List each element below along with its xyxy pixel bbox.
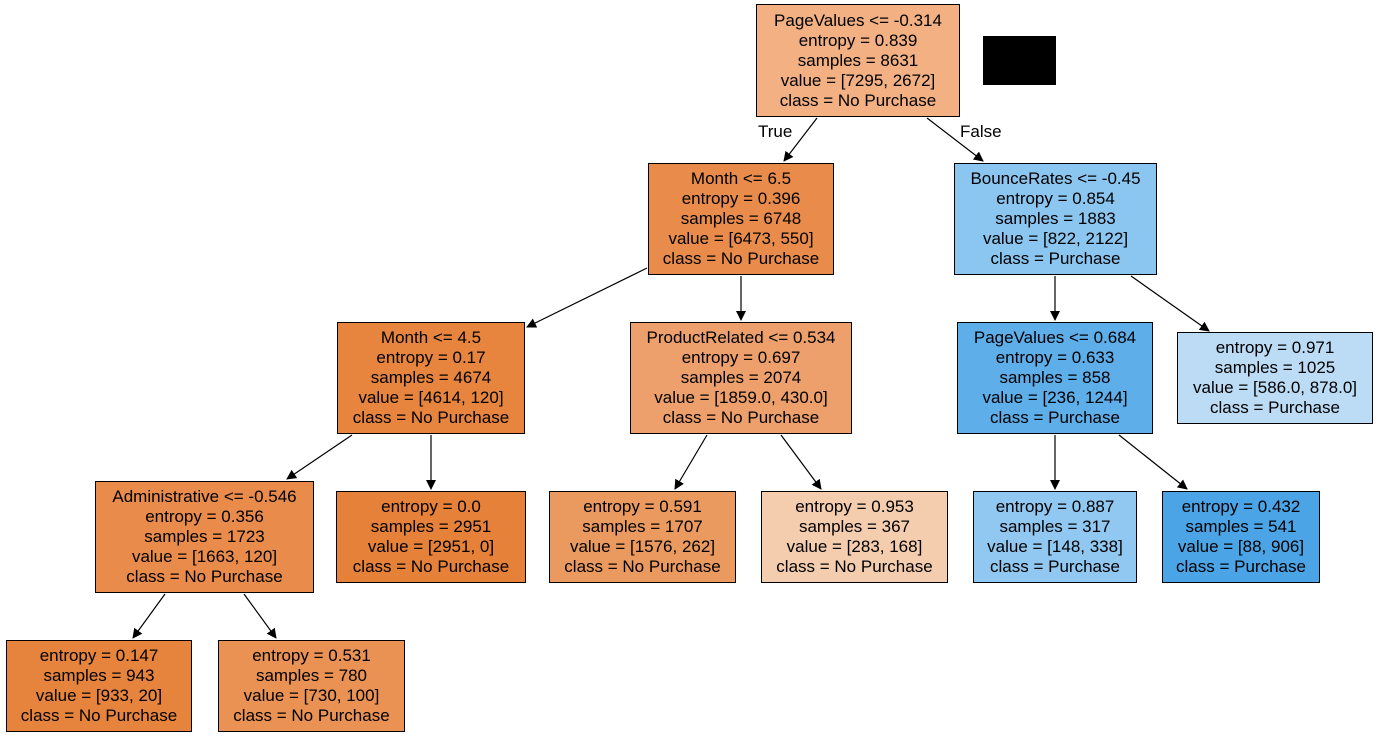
node-line: PageValues <= 0.684 <box>973 328 1137 347</box>
tree-node-bounce-rates: BounceRates <= -0.45 entropy = 0.854 sam… <box>954 163 1157 275</box>
node-line: class = No Purchase <box>352 557 510 576</box>
node-line: class = Purchase <box>1210 398 1340 417</box>
node-line: value = [6473, 550] <box>668 229 814 248</box>
node-line: class = No Purchase <box>662 408 820 427</box>
node-line: samples = 1883 <box>995 209 1116 228</box>
node-line: ProductRelated <= 0.534 <box>646 328 836 347</box>
node-line: samples = 1723 <box>144 527 265 546</box>
node-line: entropy = 0.887 <box>995 497 1115 516</box>
edge-month-65-to-month-45 <box>526 267 648 328</box>
edge-label-true: True <box>758 122 793 141</box>
redaction-box <box>983 36 1056 85</box>
tree-node-leaf-887: entropy = 0.887 samples = 317 value = [1… <box>973 491 1137 583</box>
node-line: class = Purchase <box>1176 557 1306 576</box>
node-line: value = [933, 20] <box>35 686 163 705</box>
node-line: entropy = 0.971 <box>1215 338 1335 357</box>
edge-administrative-to-leaf-147 <box>132 593 166 639</box>
tree-node-root: PageValues <= -0.314 entropy = 0.839 sam… <box>756 4 960 117</box>
node-line: value = [1663, 120] <box>131 547 278 566</box>
node-line: class = No Purchase <box>779 90 937 110</box>
node-line: value = [730, 100] <box>243 686 380 705</box>
node-line: entropy = 0.839 <box>798 30 918 50</box>
node-line: entropy = 0.17 <box>376 348 486 367</box>
node-line: class = Purchase <box>990 408 1120 427</box>
node-line: samples = 4674 <box>370 368 492 387</box>
tree-node-leaf-591: entropy = 0.591 samples = 1707 value = [… <box>549 491 736 583</box>
tree-node-product-related: ProductRelated <= 0.534 entropy = 0.697 … <box>630 322 852 434</box>
tree-node-leaf-147: entropy = 0.147 samples = 943 value = [9… <box>6 640 192 732</box>
node-line: value = [7295, 2672] <box>780 70 936 90</box>
node-line: entropy = 0.147 <box>39 646 159 665</box>
edge-product-related-to-leaf-591 <box>674 434 708 490</box>
node-line: samples = 1025 <box>1214 358 1336 377</box>
node-line: samples = 2951 <box>370 517 492 536</box>
node-line: value = [148, 338] <box>987 537 1123 556</box>
edge-administrative-to-leaf-531 <box>243 593 277 639</box>
node-line: entropy = 0.697 <box>681 348 801 367</box>
node-line: class = Purchase <box>990 249 1121 268</box>
node-line: samples = 780 <box>255 666 368 685</box>
edge-pagevalues-684-to-leaf-432 <box>1118 434 1188 490</box>
node-line: value = [236, 1244] <box>982 388 1128 407</box>
node-line: value = [88, 906] <box>1177 537 1305 556</box>
node-line: samples = 858 <box>999 368 1111 387</box>
edge-root-to-bounce <box>926 117 984 162</box>
node-line: samples = 541 <box>1185 517 1297 536</box>
node-line: class = No Purchase <box>352 408 510 427</box>
node-line: entropy = 0.432 <box>1181 497 1301 516</box>
node-line: BounceRates <= -0.45 <box>970 169 1141 188</box>
node-line: entropy = 0.531 <box>252 646 371 665</box>
node-line: class = No Purchase <box>564 557 721 576</box>
node-line: entropy = 0.356 <box>145 507 264 526</box>
node-line: entropy = 0.396 <box>681 189 801 208</box>
node-line: samples = 6748 <box>680 209 802 228</box>
node-line: samples = 317 <box>999 517 1111 536</box>
node-line: value = [2951, 0] <box>367 537 495 556</box>
node-line: class = No Purchase <box>126 567 283 586</box>
tree-node-leaf-0: entropy = 0.0 samples = 2951 value = [29… <box>336 491 526 583</box>
tree-node-leaf-971: entropy = 0.971 samples = 1025 value = [… <box>1177 332 1373 424</box>
node-line: class = No Purchase <box>776 557 933 576</box>
node-line: entropy = 0.854 <box>996 189 1115 208</box>
node-line: samples = 1707 <box>582 517 703 536</box>
edge-root-to-month-65 <box>783 117 818 162</box>
node-line: samples = 943 <box>43 666 155 685</box>
node-line: samples = 8631 <box>797 50 919 70</box>
node-line: value = [283, 168] <box>786 537 923 556</box>
tree-node-pagevalues-684: PageValues <= 0.684 entropy = 0.633 samp… <box>957 322 1153 434</box>
node-line: entropy = 0.0 <box>381 497 481 516</box>
node-line: entropy = 0.633 <box>995 348 1115 367</box>
tree-node-month-45: Month <= 4.5 entropy = 0.17 samples = 46… <box>337 322 525 434</box>
node-line: samples = 367 <box>798 517 911 536</box>
node-line: value = [1859.0, 430.0] <box>654 388 828 407</box>
node-line: class = No Purchase <box>20 706 178 725</box>
node-line: value = [4614, 120] <box>358 388 504 407</box>
node-line: PageValues <= -0.314 <box>774 10 942 30</box>
tree-node-leaf-432: entropy = 0.432 samples = 541 value = [8… <box>1162 491 1320 583</box>
edge-bounce-to-leaf-971 <box>1130 275 1210 332</box>
node-line: value = [1576, 262] <box>569 537 716 556</box>
edge-month-45-to-administrative <box>286 434 353 480</box>
tree-node-leaf-953: entropy = 0.953 samples = 367 value = [2… <box>761 491 948 583</box>
node-line: class = Purchase <box>990 557 1120 576</box>
node-line: value = [586.0, 878.0] <box>1193 378 1357 397</box>
edge-label-false: False <box>960 122 1002 141</box>
node-line: entropy = 0.591 <box>583 497 702 516</box>
node-line: samples = 2074 <box>680 368 802 387</box>
node-line: Month <= 6.5 <box>690 169 792 188</box>
tree-node-administrative: Administrative <= -0.546 entropy = 0.356… <box>95 481 314 593</box>
tree-node-month-65: Month <= 6.5 entropy = 0.396 samples = 6… <box>648 163 834 275</box>
node-line: entropy = 0.953 <box>795 497 914 516</box>
edge-product-related-to-leaf-953 <box>780 434 822 490</box>
tree-node-leaf-531: entropy = 0.531 samples = 780 value = [7… <box>218 640 405 732</box>
node-line: Administrative <= -0.546 <box>112 487 297 506</box>
node-line: value = [822, 2122] <box>982 229 1129 248</box>
node-line: class = No Purchase <box>662 249 820 268</box>
node-line: class = No Purchase <box>233 706 390 725</box>
node-line: Month <= 4.5 <box>380 328 482 347</box>
